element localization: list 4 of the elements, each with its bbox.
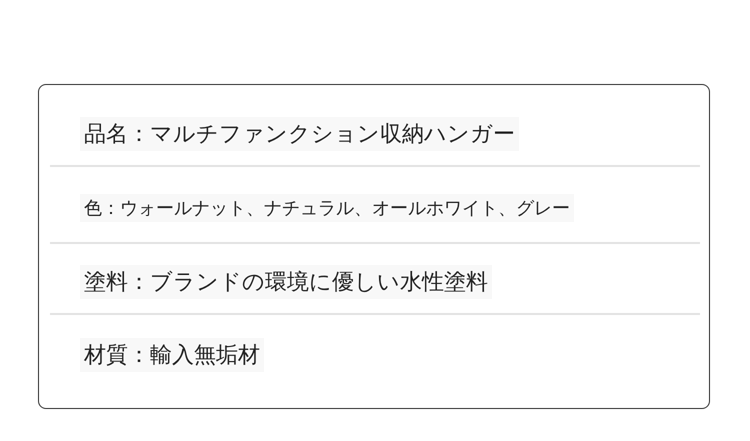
spec-text: 色：ウォールナット、ナチュラル、オールホワイト、グレー <box>80 194 574 222</box>
spec-text: 塗料：ブランドの環境に優しい水性塗料 <box>80 265 492 299</box>
spec-text: 材質：輸入無垢材 <box>80 338 264 372</box>
spec-text: 品名：マルチファンクション収納ハンガー <box>80 117 519 151</box>
